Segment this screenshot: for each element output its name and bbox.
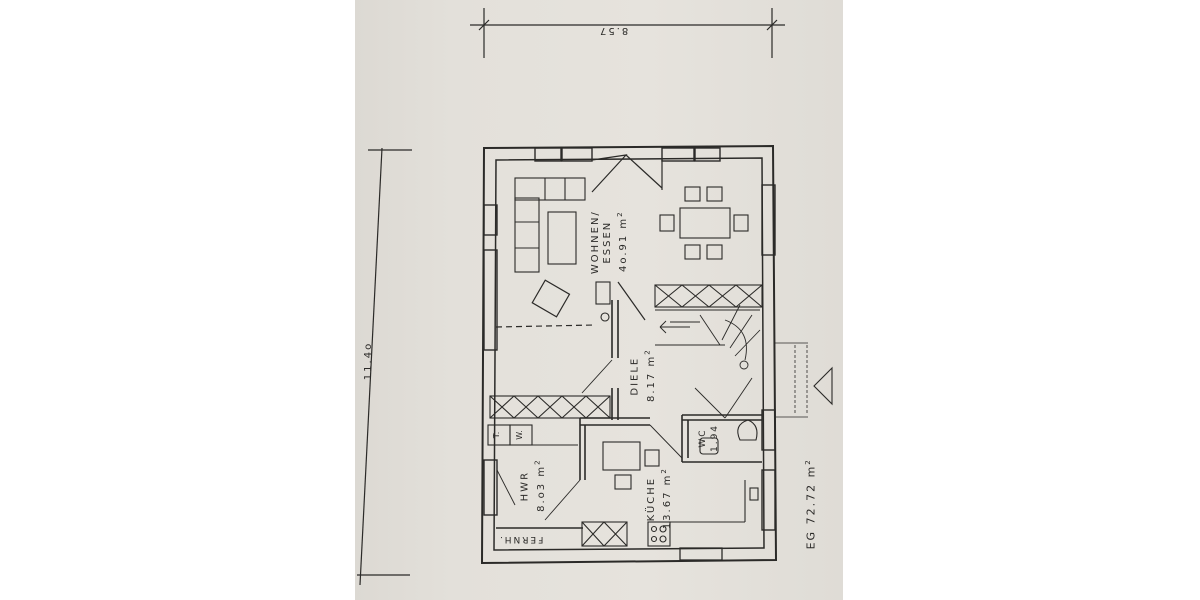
dryer-text: T. [492, 431, 502, 439]
depth-dimension-label: 11.4o [363, 342, 375, 380]
top-windows [534, 147, 721, 162]
washer-dryer [487, 424, 578, 446]
area-unit-sup: 2 [659, 469, 668, 474]
floor-label: EG [804, 529, 818, 550]
total-area-label: EG 72.72 m2 [802, 460, 818, 549]
entrance-canopy [775, 342, 808, 418]
heating-text: FERNH. [498, 534, 544, 544]
terrace-door [591, 154, 628, 193]
dining-set [659, 186, 749, 260]
washer-text: W. [514, 430, 524, 440]
room-label-wohnen-essen: WOHNEN/ ESSEN 4o.91 m2 [590, 210, 630, 274]
room-label-diele: DIELE 8.17 m2 [630, 350, 658, 402]
stove [595, 281, 611, 322]
area-unit-sup: 2 [533, 460, 542, 465]
left-windows [483, 204, 498, 516]
room-area: 8.17 m [645, 354, 657, 402]
room-name: KÜCHE [645, 476, 657, 522]
room-name: WOHNEN/ [589, 210, 601, 275]
depth-value: 11.4o [363, 341, 375, 381]
right-windows [761, 184, 776, 531]
width-dimension-label: 8.57 [598, 24, 628, 36]
north-arrow-icon [813, 366, 833, 406]
outer-walls [480, 144, 778, 565]
door-swings [496, 359, 753, 521]
room-name: DIELE [629, 356, 641, 396]
dryer-label: T. [492, 429, 502, 441]
room-divider [495, 324, 596, 328]
width-dimension-line [470, 8, 785, 58]
room-label-wc: WC 1.94 [697, 424, 721, 452]
room-name: HWR [519, 470, 531, 502]
heating-label: FERNH. [498, 533, 543, 545]
room-label-kueche: KÜCHE 13.67 m2 [646, 469, 674, 529]
armchair [531, 279, 571, 318]
room-area: 13.67 m [662, 473, 674, 530]
room-label-hwr: HWR 8.o3 m2 [520, 460, 548, 511]
area-unit-sup: 2 [643, 350, 652, 355]
entrance-door [679, 547, 723, 561]
area-unit-sup: 2 [803, 460, 812, 465]
room-area: 1.94 [710, 423, 721, 453]
width-value: 8.57 [598, 25, 629, 36]
room-name: WC [698, 428, 709, 448]
staircase [655, 304, 761, 370]
kitchen-counter [581, 480, 759, 547]
storage-cabinets [489, 395, 611, 419]
depth-dimension-line [357, 147, 412, 586]
room-area: 8.o3 m [535, 464, 547, 512]
room-area: 4o.91 m [618, 216, 630, 272]
kitchen-table [602, 441, 660, 490]
wc-fixtures [699, 419, 758, 455]
room-name-2: ESSEN [601, 220, 613, 264]
area-unit-sup: 2 [615, 212, 624, 217]
stair-railing [654, 284, 763, 308]
total-area-value: 72.72 m [804, 464, 818, 525]
sofa [514, 177, 586, 273]
washer-label: W. [515, 429, 525, 441]
